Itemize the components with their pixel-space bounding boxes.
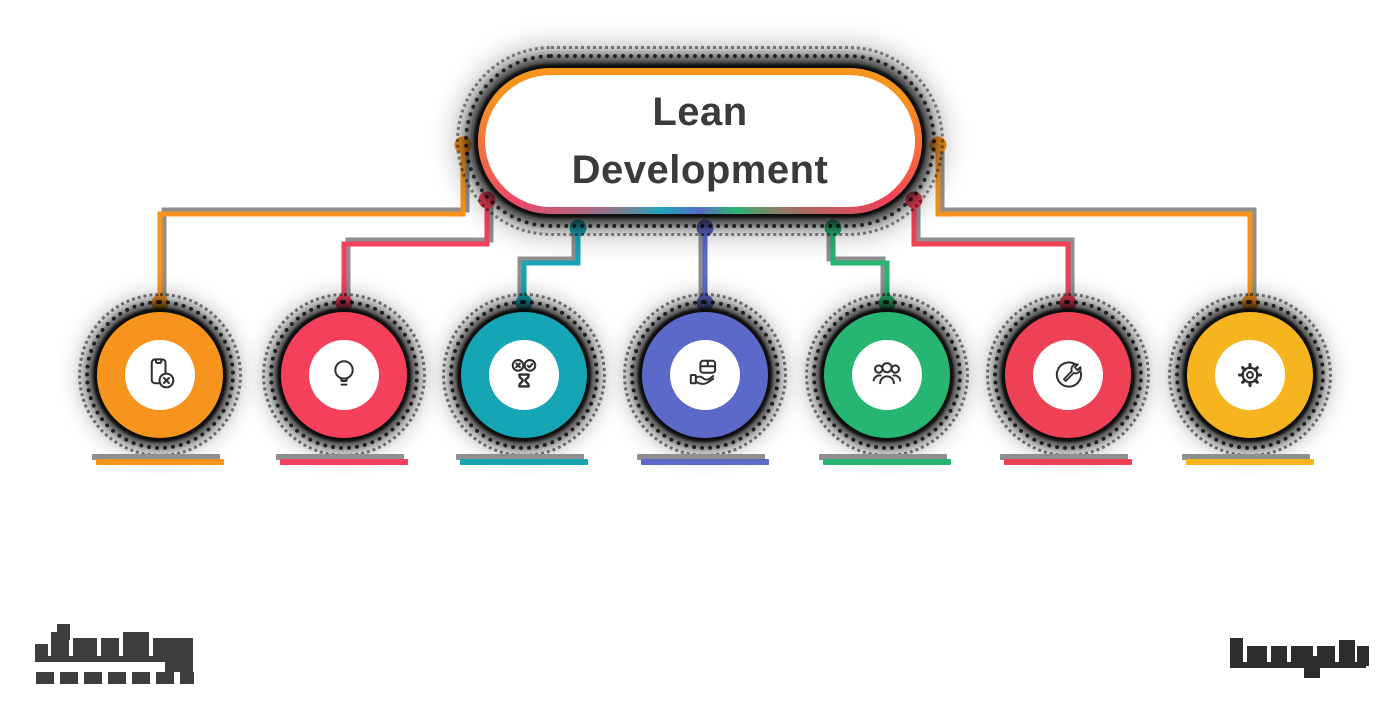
phone-cancel-icon [125, 340, 195, 410]
cross-check-hourglass-icon [489, 340, 559, 410]
diagram-title: Lean Development [572, 83, 829, 199]
node-5-underline [823, 459, 951, 465]
node-7 [1168, 293, 1332, 457]
node-6-underline [1004, 459, 1132, 465]
title-pill: Lean Development [456, 46, 944, 236]
pixel-block [1357, 646, 1369, 666]
node-2 [262, 293, 426, 457]
redacted-logo-left [35, 624, 201, 686]
redacted-logo-right [1224, 636, 1374, 680]
title-line-1: Lean [652, 90, 748, 134]
node-4 [623, 293, 787, 457]
pixel-block [1230, 638, 1243, 666]
node-5-circle [805, 293, 969, 457]
pixel-block [101, 638, 119, 660]
node-5 [805, 293, 969, 457]
pixel-block [1271, 646, 1287, 666]
hand-package-icon [670, 340, 740, 410]
node-1-underline [96, 459, 224, 465]
gear-icon [1215, 340, 1285, 410]
lightbulb-icon [309, 340, 379, 410]
pixel-block [1247, 646, 1267, 666]
node-4-circle [623, 293, 787, 457]
title-line-2: Development [571, 148, 829, 192]
pixel-block [165, 638, 193, 672]
wrench-icon [1033, 340, 1103, 410]
pixel-block [1339, 640, 1355, 666]
node-3-circle [442, 293, 606, 457]
team-icon [852, 340, 922, 410]
node-2-underline [280, 459, 408, 465]
node-7-circle [1168, 293, 1332, 457]
pixel-block [123, 632, 149, 660]
node-1-circle [78, 293, 242, 457]
node-3 [442, 293, 606, 457]
node-2-circle [262, 293, 426, 457]
redacted-tagline [36, 672, 194, 684]
node-6 [986, 293, 1150, 457]
pixel-block [51, 632, 69, 660]
node-6-circle [986, 293, 1150, 457]
pixel-block [35, 656, 187, 662]
pixel-block [73, 638, 97, 660]
node-4-underline [641, 459, 769, 465]
node-1 [78, 293, 242, 457]
pixel-block [1230, 662, 1366, 668]
pixel-block [1317, 646, 1335, 666]
node-7-underline [1186, 459, 1314, 465]
title-pill-inner: Lean Development [485, 75, 915, 207]
node-3-underline [460, 459, 588, 465]
